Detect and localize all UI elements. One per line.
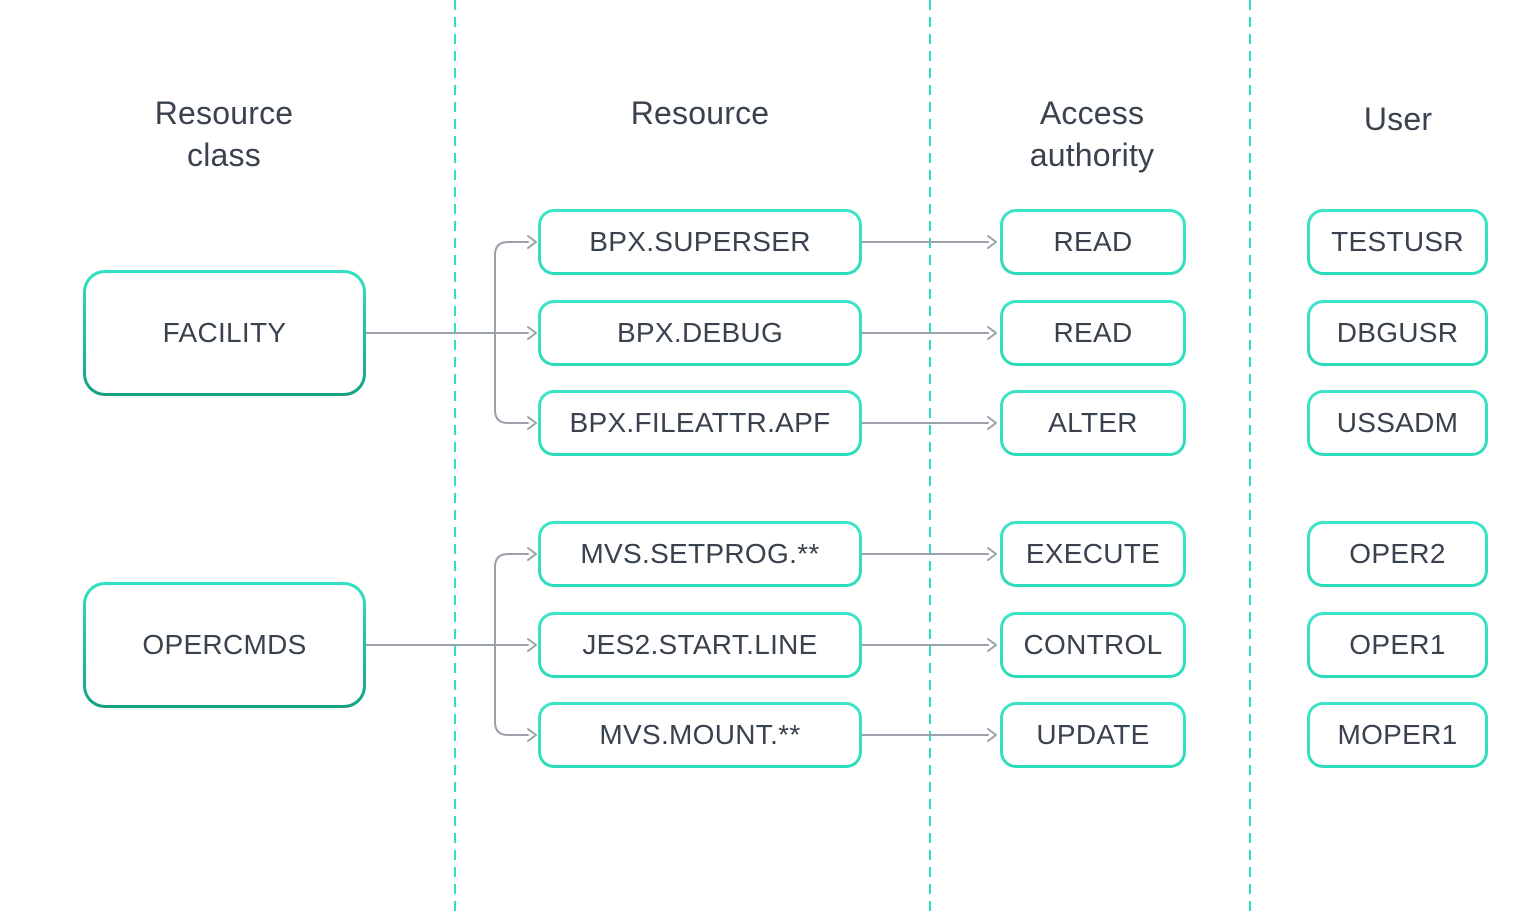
- user-box: DBGUSR: [1307, 300, 1488, 366]
- column-header-resource: Resource: [630, 95, 770, 131]
- fanout-arrows-facility: [364, 235, 537, 430]
- resource-box: BPX.DEBUG: [538, 300, 862, 366]
- arrowhead: [527, 326, 537, 340]
- resource-class-box: OPERCMDS: [83, 582, 366, 708]
- access-authority-box: ALTER: [1000, 390, 1186, 456]
- user-box: TESTUSR: [1307, 209, 1488, 275]
- access-authority-box: CONTROL: [1000, 612, 1186, 678]
- arrow-line: [494, 553, 529, 646]
- arrowhead: [527, 638, 537, 652]
- user-box: MOPER1: [1307, 702, 1488, 768]
- resource-class-box: FACILITY: [83, 270, 366, 396]
- arrowhead: [527, 416, 537, 430]
- user-box: USSADM: [1307, 390, 1488, 456]
- resource-box: JES2.START.LINE: [538, 612, 862, 678]
- resource-box: BPX.SUPERSER: [538, 209, 862, 275]
- arrowhead: [527, 235, 537, 249]
- column-header-resource-class: Resource class: [154, 95, 294, 173]
- resource-box: BPX.FILEATTR.APF: [538, 390, 862, 456]
- arrowhead: [987, 416, 997, 430]
- arrowhead: [527, 728, 537, 742]
- column-header-user: User: [1363, 101, 1433, 137]
- resource-box: MVS.MOUNT.**: [538, 702, 862, 768]
- arrowhead: [987, 547, 997, 561]
- access-authority-box: UPDATE: [1000, 702, 1186, 768]
- access-authority-box: READ: [1000, 209, 1186, 275]
- access-authority-box: EXECUTE: [1000, 521, 1186, 587]
- column-header-access-authority: Access authority: [1029, 95, 1155, 173]
- arrowhead: [987, 235, 997, 249]
- arrow-line: [494, 644, 529, 736]
- arrowhead: [987, 728, 997, 742]
- user-box: OPER1: [1307, 612, 1488, 678]
- resource-box: MVS.SETPROG.**: [538, 521, 862, 587]
- fanout-arrows-opercmds: [364, 547, 537, 742]
- arrowhead: [987, 326, 997, 340]
- column-separator-1: [454, 0, 456, 913]
- arrow-line: [494, 241, 529, 334]
- arrowhead: [987, 638, 997, 652]
- arrowhead: [527, 547, 537, 561]
- access-authority-box: READ: [1000, 300, 1186, 366]
- column-separator-2: [929, 0, 931, 913]
- user-box: OPER2: [1307, 521, 1488, 587]
- column-separator-3: [1249, 0, 1251, 913]
- arrow-line: [494, 332, 529, 424]
